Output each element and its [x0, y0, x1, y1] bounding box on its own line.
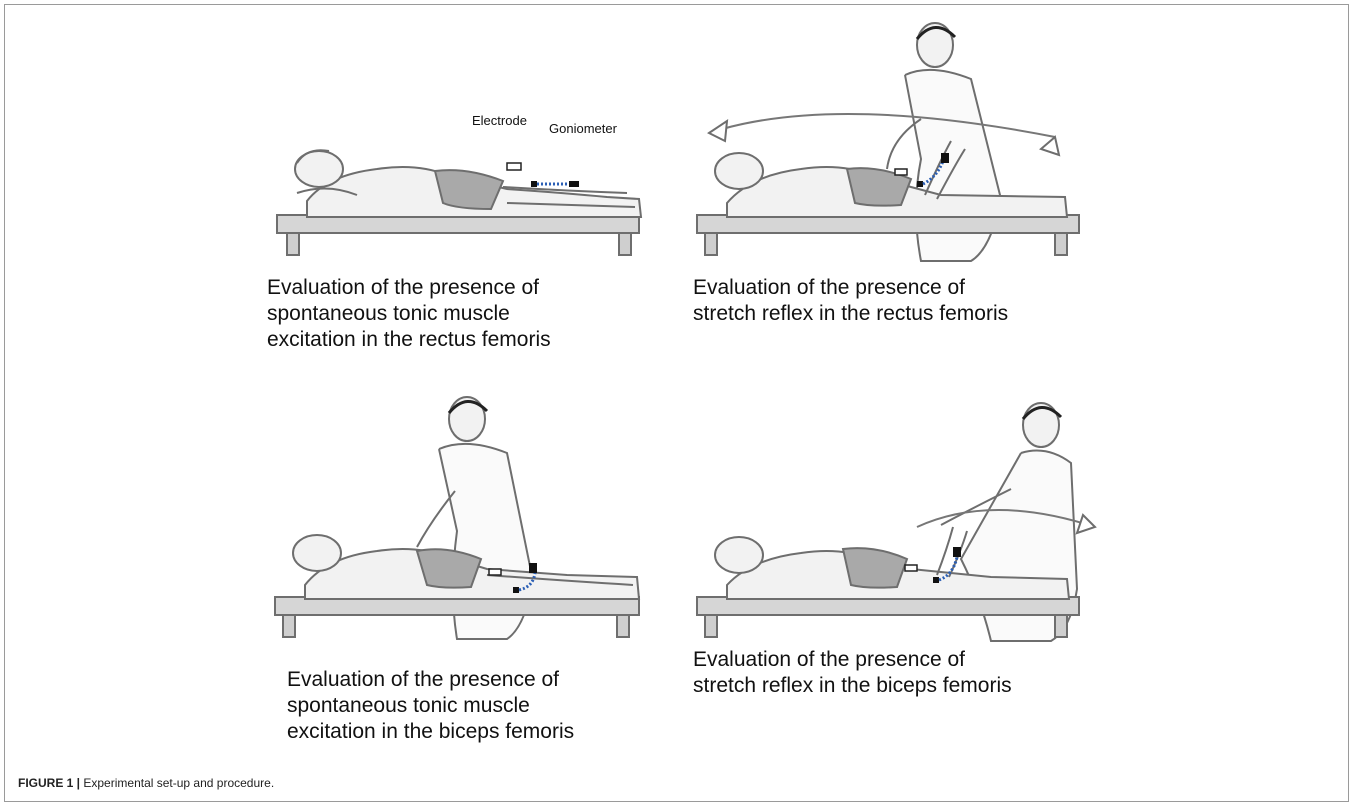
caption-line: Evaluation of the presence of [267, 275, 551, 301]
caption-line: spontaneous tonic muscle [267, 301, 551, 327]
caption-line: Evaluation of the presence of [287, 667, 574, 693]
caption-line: stretch reflex in the rectus femoris [693, 301, 1008, 327]
panel-caption: Evaluation of the presence of stretch re… [693, 647, 1012, 699]
figure-caption-text: Experimental set-up and procedure. [80, 776, 274, 790]
panel-caption: Evaluation of the presence of spontaneou… [267, 275, 551, 353]
caption-line: Evaluation of the presence of [693, 275, 1008, 301]
electrode-marker [895, 169, 907, 175]
electrode-marker [489, 569, 501, 575]
electrode-marker [905, 565, 917, 571]
panel-rectus-femoris-tonic: Electrode Goniometer Evaluation of the p… [267, 97, 667, 377]
figure-caption-label: FIGURE 1 | [18, 776, 80, 790]
goniometer-label: Goniometer [549, 121, 618, 136]
figure-frame: Electrode Goniometer Evaluation of the p… [4, 4, 1349, 802]
panel-rectus-femoris-stretch: Evaluation of the presence of stretch re… [691, 9, 1111, 349]
figure-caption: FIGURE 1 | Experimental set-up and proce… [18, 776, 274, 790]
caption-line: spontaneous tonic muscle [287, 693, 574, 719]
caption-line: excitation in the biceps femoris [287, 719, 574, 745]
examiner-extension-illustration [691, 399, 1111, 659]
goniometer-sensor [531, 181, 579, 187]
caption-line: excitation in the rectus femoris [267, 327, 551, 353]
prone-patient-illustration: Electrode Goniometer [267, 97, 667, 267]
panel-caption: Evaluation of the presence of stretch re… [693, 275, 1008, 327]
electrode-label: Electrode [472, 113, 527, 128]
examiner-flexion-illustration [691, 9, 1111, 279]
caption-line: Evaluation of the presence of [693, 647, 1012, 673]
panel-biceps-femoris-stretch: Evaluation of the presence of stretch re… [691, 399, 1111, 699]
examiner-prone-illustration [267, 391, 667, 661]
caption-line: stretch reflex in the biceps femoris [693, 673, 1012, 699]
electrode-marker [507, 163, 521, 170]
panel-biceps-femoris-tonic: Evaluation of the presence of spontaneou… [267, 391, 667, 751]
panel-caption: Evaluation of the presence of spontaneou… [287, 667, 574, 745]
